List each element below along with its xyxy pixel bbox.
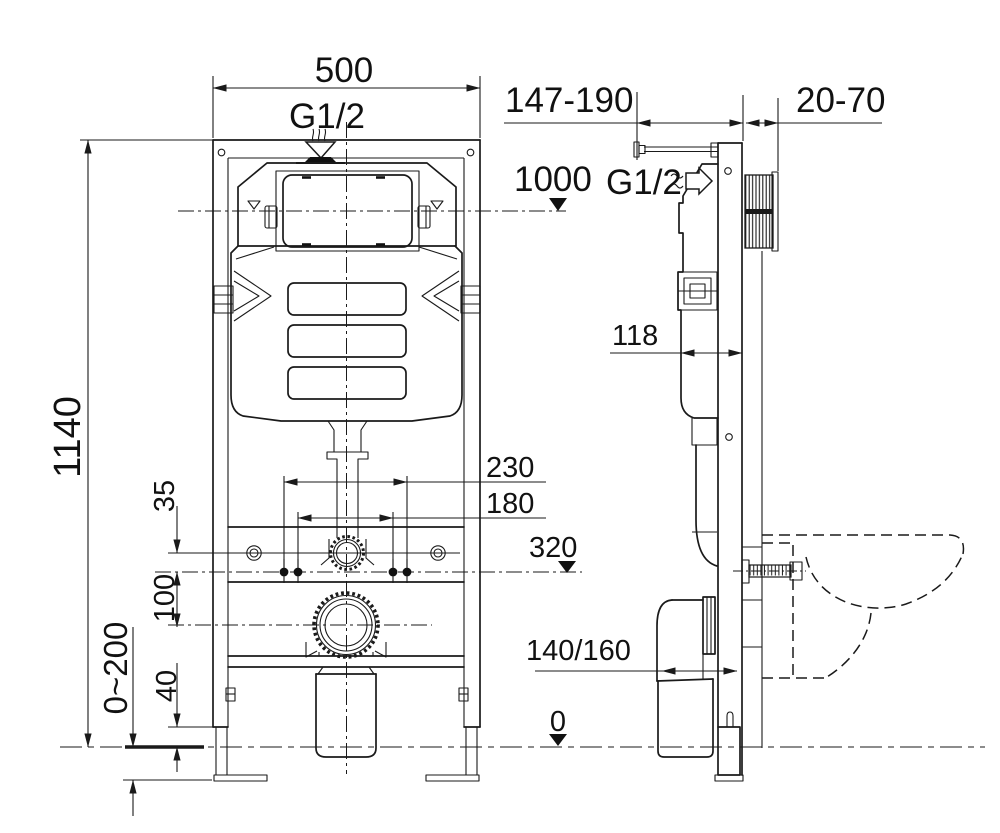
dim-cistern-depth: 118: [610, 320, 743, 357]
dim-width-label: 500: [315, 51, 373, 90]
dim-front-height: 1140: [47, 139, 92, 748]
bolt-inner-left: [293, 567, 303, 577]
frame-corner-hole-right: [466, 148, 475, 157]
level-1000-label: 1000: [514, 160, 592, 199]
level-marker-0: 0: [549, 706, 567, 746]
water-level-mark-left: [247, 200, 261, 210]
rail-clip-left: [213, 285, 234, 314]
drain-support-block: [657, 678, 714, 758]
cistern-slot-1: [287, 282, 407, 316]
inlet-arrow-icon: [685, 166, 714, 196]
frame-feet-front: [213, 726, 480, 782]
water-level-mark-right: [430, 200, 444, 210]
dim-floor-adjust: 0~200: [97, 622, 137, 816]
water-squiggle-icon: [670, 173, 684, 179]
bolt-inner-right: [388, 567, 398, 577]
clamp-ear-right: [374, 642, 387, 658]
foot-plate-right: [425, 774, 480, 782]
cistern-slot-3: [287, 366, 407, 400]
fixing-hole-right: [430, 545, 446, 561]
panel-tab-right: [417, 205, 431, 229]
front-view: [212, 128, 481, 782]
dim-drain-out-label: 140/160: [526, 635, 631, 667]
panel-tab-left: [264, 205, 278, 229]
adjustment-pin: [726, 711, 734, 727]
foot-plate-side: [714, 774, 744, 782]
flush-pipe-seat: [320, 535, 375, 571]
cistern-front: [230, 162, 463, 422]
dimensions: 500 G1/2 1140 230 180 35 100: [47, 51, 886, 816]
fixing-hole-left: [246, 545, 262, 561]
dim-bolt-spacing: 230 180: [283, 452, 546, 568]
bolt-outer-left: [279, 567, 289, 577]
water-inlet-front: [296, 128, 345, 164]
water-inlet-side: [670, 166, 714, 196]
upper-cross-member: [227, 526, 465, 583]
foot-plate-left: [213, 774, 268, 782]
dim-front-range-label: 147-190: [505, 81, 633, 120]
dim-floor-adjust-label: 0~200: [97, 622, 134, 715]
level-0-triangle-icon: [549, 734, 567, 746]
toilet-bowl-outline: [762, 534, 965, 679]
inlet-front-label: G1/2: [289, 97, 365, 136]
drain-socket: [702, 596, 716, 655]
inlet-side-label: G1/2: [606, 163, 682, 202]
frame-rail-side: [717, 142, 763, 776]
dim-wall-finish: 20-70: [745, 81, 886, 171]
finished-wall-block: [744, 171, 779, 252]
side-view: [633, 141, 965, 782]
drain-elbow-front: [315, 666, 377, 758]
frame-foot-side: [714, 711, 744, 782]
dim-35-label: 35: [149, 480, 181, 512]
flush-pipe-front: [326, 420, 369, 538]
rod-mount: [710, 142, 719, 158]
reference-lines: [60, 122, 985, 781]
water-squiggle-icon: [311, 128, 315, 142]
cistern-slot-2: [287, 324, 407, 358]
level-marker-1000: 1000 G1/2: [514, 160, 682, 211]
frame-corner-hole-left: [217, 148, 226, 157]
dim-35: 35: [149, 480, 181, 554]
molded-chevron-left: [233, 270, 272, 322]
level-320-triangle-icon: [558, 561, 576, 573]
level-0-label: 0: [550, 706, 566, 738]
rail-clip-right: [460, 285, 481, 314]
level-320-label: 320: [529, 532, 577, 564]
dim-bolts-outer-label: 230: [486, 452, 534, 484]
inlet-connector: [304, 157, 337, 163]
dim-drain-offset: 140/160: [526, 635, 738, 675]
drain-elbow-side: [656, 596, 716, 758]
molded-chevron-right: [421, 270, 460, 322]
dim-depth-label: 118: [612, 320, 658, 352]
dim-bolts-inner-label: 180: [486, 488, 534, 520]
flush-bend-side: [695, 444, 718, 567]
dim-side-front-range: 147-190: [504, 81, 744, 160]
inlet-funnel-icon: [304, 141, 337, 160]
cistern-side: [677, 163, 719, 567]
wall-face-plate: [771, 171, 779, 252]
rail-hole-mid: [725, 433, 733, 441]
level-marker-320: 320: [529, 532, 577, 573]
dim-40-label: 40: [151, 670, 183, 702]
level-1000-triangle-icon: [549, 198, 567, 211]
flush-actuator-rod: [633, 141, 719, 158]
bolt-outer-right: [402, 567, 412, 577]
dim-100-label: 100: [149, 574, 181, 622]
cistern-outlet-step: [691, 417, 718, 446]
pan-stud-side: [733, 559, 806, 584]
rail-hole-top: [724, 167, 732, 175]
dim-wall-finish-label: 20-70: [796, 81, 886, 120]
dim-height-label: 1140: [47, 396, 89, 478]
access-panel: [264, 170, 431, 252]
dim-100: 100: [149, 571, 181, 628]
drain-clamp-front: [305, 591, 387, 659]
dim-40: 40: [151, 663, 183, 772]
clamp-ear-left: [305, 642, 318, 658]
dim-front-width: 500 G1/2: [212, 51, 481, 138]
wall-band: [745, 209, 773, 214]
mounting-frame: [212, 139, 481, 728]
